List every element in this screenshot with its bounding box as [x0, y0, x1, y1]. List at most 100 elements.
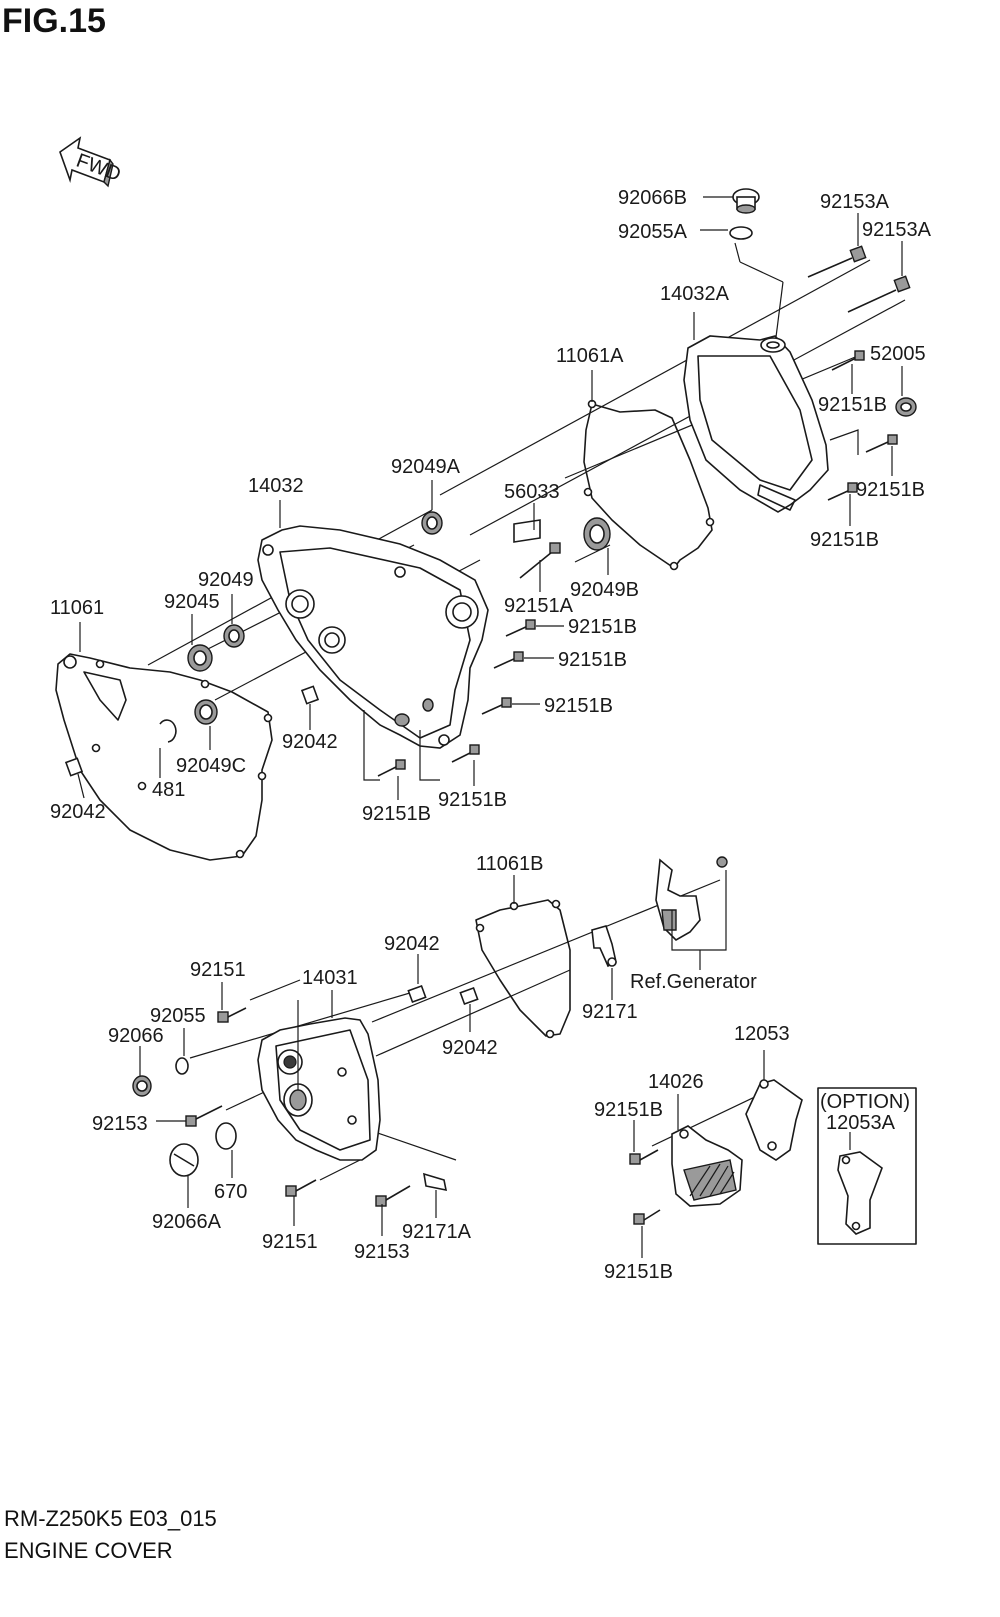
- bolt-92153A-1: [807, 213, 867, 278]
- label-92151B-j: 92151B: [604, 1261, 673, 1283]
- bolt-92153-b: [375, 1185, 411, 1236]
- label-92151B-i: 92151B: [594, 1099, 663, 1121]
- label-92151B-h: 92151B: [438, 789, 507, 811]
- label-92049B: 92049B: [570, 579, 639, 601]
- bolt-92151B-f: [481, 697, 540, 715]
- label-92066B: 92066B: [618, 187, 687, 209]
- cap-52005: [895, 366, 917, 417]
- bearing-92049C: [194, 699, 218, 750]
- part-labels: 92066B 92055A 92153A 92153A 14032A 11061…: [50, 187, 932, 1283]
- label-92151B-f: 92151B: [544, 695, 613, 717]
- label-14032: 14032: [248, 475, 304, 497]
- label-92042-b: 92042: [50, 801, 106, 823]
- guard-12053: [745, 1050, 803, 1161]
- label-11061: 11061: [50, 597, 104, 619]
- bolt-92151B-a: [831, 350, 865, 394]
- label-92042-d: 92042: [442, 1037, 498, 1059]
- label-92151B-d: 92151B: [568, 616, 637, 638]
- outer-cover-14032A: [683, 312, 829, 513]
- footer-section-name: ENGINE COVER: [4, 1538, 173, 1563]
- label-11061A: 11061A: [556, 345, 624, 367]
- sprocket-cover-14026: [671, 1094, 743, 1207]
- seal-92049B: [583, 517, 611, 575]
- footer-model-code: RM-Z250K5 E03_015: [4, 1506, 217, 1531]
- label-92049C: 92049C: [176, 755, 246, 777]
- label-56033: 56033: [504, 481, 560, 503]
- label-14031: 14031: [302, 967, 358, 989]
- bolt-92151B-j: [633, 1209, 661, 1258]
- label-92153A-1: 92153A: [820, 191, 890, 213]
- seal-92049A: [421, 480, 443, 535]
- bolt-92151B-h: [451, 744, 480, 786]
- label-481: 481: [152, 779, 185, 801]
- bolt-92151B-d: [505, 619, 564, 637]
- dowel-92042-a: [300, 685, 320, 730]
- dowel-92042-d: [459, 986, 479, 1032]
- label-92153-b: 92153: [354, 1241, 410, 1263]
- o-ring-92055: [175, 1028, 189, 1075]
- label-670: 670: [214, 1181, 247, 1203]
- label-92151B-e: 92151B: [558, 649, 627, 671]
- label-92153-a: 92153: [92, 1113, 148, 1135]
- label-92151-a: 92151: [190, 959, 246, 981]
- bolt-92151B-e: [493, 651, 554, 669]
- clutch-cover-14032: [257, 500, 489, 781]
- bracket-92171: [591, 925, 617, 1000]
- bolt-92151B-g: [377, 759, 406, 800]
- bolt-92153A-2: [847, 241, 911, 313]
- label-92049A: 92049A: [391, 456, 461, 478]
- label-92049: 92049: [198, 569, 254, 591]
- option-part-12053A: 12053A: [826, 1112, 896, 1134]
- label-92066: 92066: [108, 1025, 164, 1047]
- label-92151B-c: 92151B: [810, 529, 879, 551]
- label-92045: 92045: [164, 591, 220, 613]
- label-92171A: 92171A: [402, 1221, 472, 1243]
- label-11061B: 11061B: [476, 853, 543, 875]
- label-ref-generator: Ref.Generator: [630, 971, 757, 993]
- label-12053: 12053: [734, 1023, 790, 1045]
- label-92153A-2: 92153A: [862, 219, 932, 241]
- bolt-92151B-b: [829, 429, 898, 476]
- label-92151B-b: 92151B: [856, 479, 925, 501]
- gasket-11061: [55, 622, 273, 861]
- gasket-11061A: [583, 370, 715, 571]
- label-52005: 52005: [870, 343, 926, 365]
- figure-title: FIG.15: [2, 2, 106, 40]
- bearing-92049: [223, 594, 245, 648]
- label-92055A: 92055A: [618, 221, 688, 243]
- label-92171: 92171: [582, 1001, 638, 1023]
- label-14026: 14026: [648, 1071, 704, 1093]
- bolt-92151B-i: [629, 1120, 659, 1165]
- option-heading: (OPTION): [820, 1091, 910, 1113]
- bolt-92151-a: [217, 982, 247, 1023]
- label-92042-a: 92042: [282, 731, 338, 753]
- bolt-92151B-c: [827, 482, 858, 526]
- o-ring-670: [215, 1122, 237, 1178]
- plate-56033: [513, 503, 541, 543]
- bolt-92151-b: [285, 1179, 317, 1226]
- bolt-92151A: [519, 542, 561, 592]
- generator-reference: [655, 856, 728, 970]
- bolt-92153-a: [156, 1105, 223, 1127]
- label-92151B-a: 92151B: [818, 394, 887, 416]
- plug-92066B: [703, 188, 760, 214]
- option-box: [817, 1087, 917, 1245]
- gasket-11061B: [475, 875, 571, 1039]
- bearing-92045: [187, 614, 213, 672]
- o-ring-92055A: [700, 226, 753, 240]
- dowel-92042-b: [64, 757, 85, 799]
- plug-92066: [132, 1046, 152, 1097]
- label-14032A: 14032A: [660, 283, 730, 305]
- forward-direction-arrow: FWD: [59, 136, 124, 188]
- label-92055: 92055: [150, 1005, 206, 1027]
- label-92151A: 92151A: [504, 595, 574, 617]
- label-92151-b: 92151: [262, 1231, 318, 1253]
- label-92066A: 92066A: [152, 1211, 222, 1233]
- circlip-481: [159, 719, 177, 778]
- clip-92171A: [422, 1172, 448, 1218]
- dowel-92042-c: [407, 954, 427, 1004]
- cap-92066A: [169, 1143, 199, 1208]
- label-92042-c: 92042: [384, 933, 440, 955]
- generator-cover-14031: [257, 990, 381, 1161]
